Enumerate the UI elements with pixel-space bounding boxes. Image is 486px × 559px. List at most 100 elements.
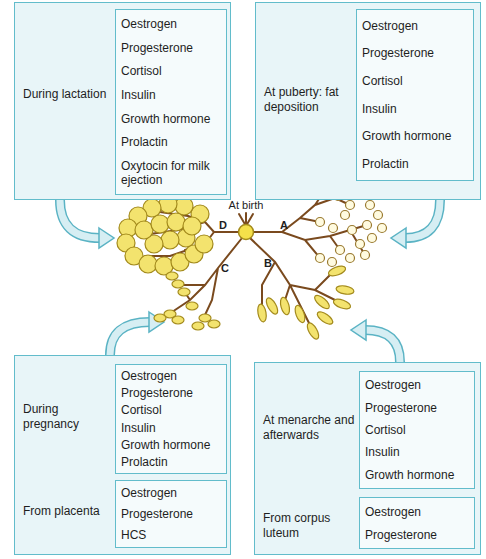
lobule [327, 264, 347, 278]
alveolus [195, 235, 213, 253]
hormone-name: Oestrogen [362, 19, 468, 33]
duct-system [145, 190, 367, 325]
stage-heading: From corpus luteum [263, 511, 355, 541]
lobule [264, 296, 280, 316]
hormone-list: OestrogenProgesteroneCortisolInsulinGrow… [356, 9, 474, 181]
lobule [192, 322, 204, 330]
hormone-list: OestrogenProgesterone [359, 497, 475, 549]
hormone-name: Prolactin [121, 135, 221, 149]
duct-bud [356, 240, 365, 249]
hormone-name: Growth hormone [121, 112, 221, 126]
arrow-head [391, 228, 406, 248]
lobule [154, 314, 166, 322]
stage-heading: During pregnancy [23, 402, 109, 432]
hormone-name: Oxytocin for milk ejection [121, 159, 221, 187]
hormone-name: Progesterone [365, 401, 469, 415]
lobule [199, 314, 211, 322]
hormone-name: Progesterone [121, 386, 221, 400]
duct-bud [374, 211, 383, 220]
hormone-name: Progesterone [121, 507, 221, 521]
branch-letter: C [221, 262, 233, 275]
branch-letter: A [280, 219, 292, 232]
hormone-list: OestrogenProgesteroneCortisolInsulinGrow… [115, 364, 227, 474]
arrow-body [110, 322, 150, 355]
arrow-outline [405, 200, 440, 238]
duct-bud [316, 218, 325, 227]
hormone-list: OestrogenProgesteroneCortisolInsulinGrow… [115, 9, 227, 195]
duct-bud [361, 251, 370, 260]
arrow-head [351, 320, 366, 340]
stage-group-box: At puberty: fat depositionOestrogenProge… [255, 2, 481, 200]
duct-bud [341, 211, 350, 220]
branch-letter: B [264, 257, 276, 270]
lobule [293, 304, 307, 324]
arrow-outline [365, 330, 400, 362]
hormone-name: Insulin [121, 421, 221, 435]
alveolus [135, 221, 153, 239]
alveolus [151, 215, 169, 233]
nipple-origin [239, 225, 254, 240]
hormone-name: Growth hormone [362, 129, 468, 143]
alveolus [139, 255, 157, 273]
lobule [208, 320, 220, 328]
hormone-name: Oestrogen [365, 378, 469, 392]
stage-group-box: During pregnancyFrom placentaOestrogenPr… [14, 355, 231, 555]
duct-bud [368, 234, 377, 243]
hormone-name: Cortisol [362, 74, 468, 88]
arrow-body [405, 200, 440, 238]
hormone-name: Insulin [121, 88, 221, 102]
lobule [335, 284, 354, 295]
duct-bud [378, 224, 387, 233]
duct-bud [336, 246, 345, 255]
duct-bud [366, 201, 375, 210]
menarche-lobules [256, 264, 354, 341]
duct-bud [348, 226, 357, 235]
hormone-list: OestrogenProgesteroneHCS [115, 480, 227, 548]
hormone-name: Oestrogen [121, 369, 221, 383]
lobule [313, 293, 332, 311]
duct-bud [346, 201, 355, 210]
stage-group-box: At menarche and afterwardsFrom corpus lu… [254, 362, 481, 555]
alveolus [161, 231, 179, 249]
hormone-name: Cortisol [121, 403, 221, 417]
arrow-body [60, 200, 100, 238]
lobule [186, 302, 198, 310]
pregnancy-lobules [154, 272, 220, 330]
hormone-name: Cortisol [365, 423, 469, 437]
lobule [172, 280, 184, 288]
duct-bud [329, 224, 338, 233]
lobule [172, 316, 184, 324]
duct-bud [346, 254, 355, 263]
hormone-list: OestrogenProgesteroneCortisolInsulinGrow… [359, 371, 475, 489]
alveolus [183, 217, 201, 235]
arrow-head [99, 228, 114, 248]
stage-heading: From placenta [23, 504, 109, 519]
branch-letter: D [219, 219, 231, 232]
hormone-name: HCS [121, 528, 221, 542]
arrow-outline [60, 200, 100, 238]
hormone-name: Prolactin [121, 455, 221, 469]
hormone-name: Progesterone [121, 41, 221, 55]
hormone-name: Oestrogen [121, 486, 221, 500]
duct-branch-a [253, 190, 367, 258]
hormone-name: Cortisol [121, 64, 221, 78]
arrow-outline [110, 322, 150, 355]
hormone-name: Progesterone [365, 528, 469, 542]
stage-label: At birth [222, 199, 270, 212]
lobule [305, 321, 321, 341]
duct-bud [316, 254, 325, 263]
hormone-name: Insulin [362, 102, 468, 116]
stage-heading: At menarche and afterwards [263, 413, 355, 443]
stage-heading: At puberty: fat deposition [264, 85, 356, 115]
stage-arrows [60, 200, 440, 362]
duct-bud [328, 258, 337, 267]
lobule [332, 297, 352, 311]
stage-group-box: During lactationOestrogenProgesteroneCor… [14, 2, 231, 200]
alveolus [167, 213, 185, 231]
hormone-name: Prolactin [362, 157, 468, 171]
hormone-name: Growth hormone [121, 438, 221, 452]
hormone-name: Oestrogen [121, 17, 221, 31]
lobule [315, 310, 334, 327]
lactating-alveoli [117, 195, 213, 275]
